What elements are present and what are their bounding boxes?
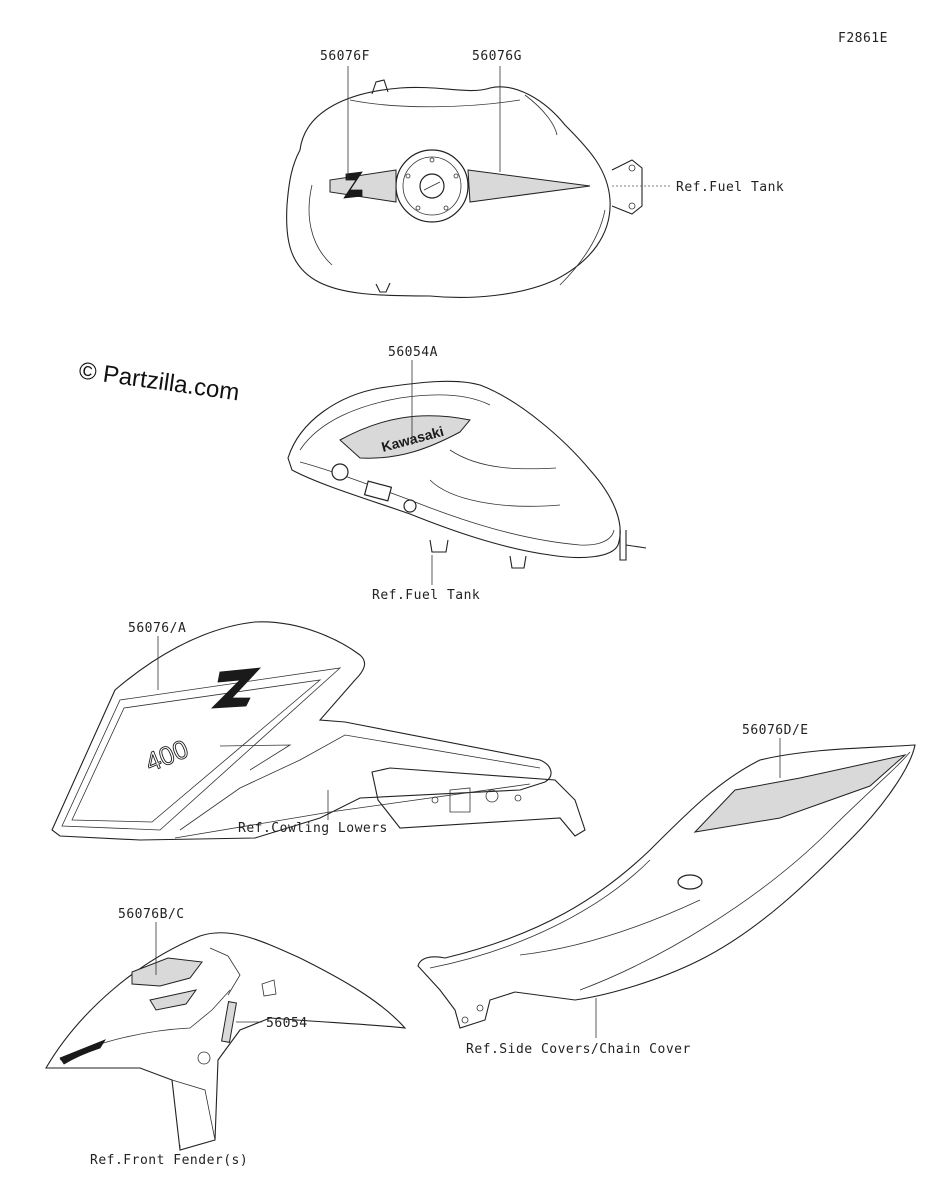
label-56054A: 56054A: [388, 345, 438, 360]
label-56076A: 56076/A: [128, 621, 186, 636]
side-cover: [417, 744, 916, 1029]
fuel-tank-side-view: Kawasaki: [287, 380, 647, 569]
ref-fuel-tank-side: Ref.Fuel Tank: [372, 588, 480, 603]
cowling-lower: 400: [51, 621, 586, 841]
label-56054: 56054: [266, 1016, 308, 1031]
label-56076G: 56076G: [472, 49, 522, 64]
ref-cowling-lowers: Ref.Cowling Lowers: [238, 821, 388, 836]
fuel-tank-top-view: [286, 79, 643, 298]
label-56076DE: 56076D/E: [742, 723, 809, 738]
ref-front-fender: Ref.Front Fender(s): [90, 1153, 248, 1168]
figure-id: F2861E: [838, 31, 888, 46]
watermark: © Partzilla.com: [77, 357, 241, 406]
decal-400-text: 400: [141, 733, 192, 777]
ref-side-covers: Ref.Side Covers/Chain Cover: [466, 1042, 691, 1057]
label-56076F: 56076F: [320, 49, 370, 64]
label-56076BC: 56076B/C: [118, 907, 185, 922]
ref-fuel-tank-top: Ref.Fuel Tank: [676, 180, 784, 195]
front-fender: [45, 932, 407, 1151]
